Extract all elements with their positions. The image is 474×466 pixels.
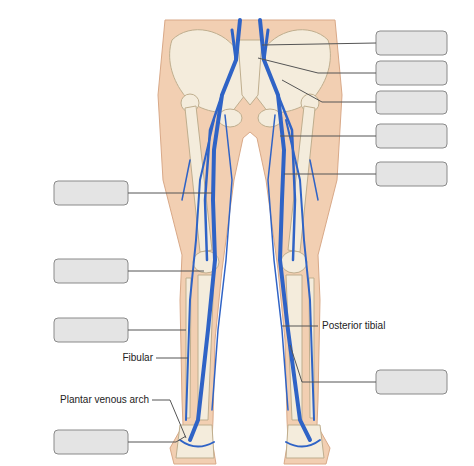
body-silhouette (158, 20, 342, 464)
vein-label: Fibular (121, 352, 154, 364)
leader-lines (128, 43, 376, 442)
vein-label: Plantar venous arch (59, 394, 150, 406)
vein-label: Posterior tibial (321, 320, 386, 332)
veins (180, 20, 320, 447)
blank-label-boxes (54, 31, 447, 454)
